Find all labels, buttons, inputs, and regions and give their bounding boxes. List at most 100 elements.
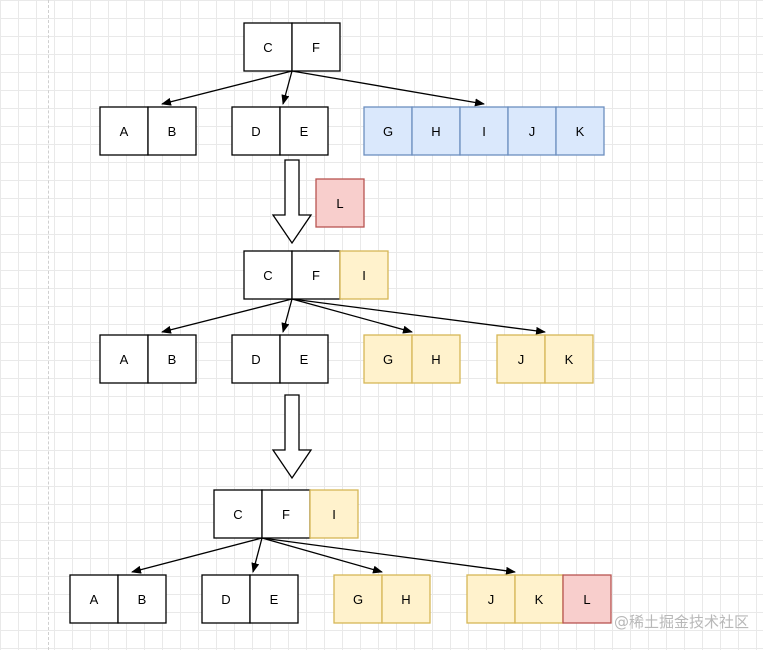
stage3-node-gh-cell-g	[333, 574, 383, 624]
stage3-node-de-cell-d	[201, 574, 251, 624]
watermark: @稀土掘金技术社区	[613, 613, 749, 631]
stage3-node-de-key-e: E	[270, 592, 279, 607]
stage1-node-ghijk-cell-h	[411, 106, 461, 156]
stage3-node-ab-key-a: A	[90, 592, 99, 607]
stage2-edge-to-de	[281, 298, 293, 333]
stage2-node-gh-cell-h	[411, 334, 461, 384]
stage1-edge-to-ghijk	[291, 70, 485, 107]
stage1-inserted-node-l-key-l: L	[336, 196, 343, 211]
stage3-edge-to-de	[251, 537, 263, 573]
edges	[131, 70, 546, 575]
stage1-node-ghijk-key-j: J	[529, 124, 536, 139]
stage2-node-jk-cell-j	[496, 334, 546, 384]
stage3-node-jkl-cell-l	[562, 574, 612, 624]
stage1-node-ab-cell-a	[99, 106, 149, 156]
stage1-inserted-node-l: L	[315, 178, 365, 228]
stage1-node-ab-key-b: B	[168, 124, 177, 139]
stage1-node-ghijk-key-h: H	[431, 124, 440, 139]
transition-arrow-1	[271, 159, 313, 245]
stage3-edge-to-gh	[261, 537, 383, 574]
stage3-node-gh-key-h: H	[401, 592, 410, 607]
stage1-root-node-cell-f	[291, 22, 341, 72]
transition-arrows	[271, 159, 313, 480]
stage1-node-ab-key-a: A	[120, 124, 129, 139]
stage3-root-node-cell-f	[261, 489, 311, 539]
stage3-node-jkl: J K L	[466, 574, 612, 624]
stage1-root-node-cell-c	[243, 22, 293, 72]
stage2-node-ab-key-b: B	[168, 352, 177, 367]
stage2-root-node-key-c: C	[263, 268, 272, 283]
stage1-inserted-node-l-cell-l	[315, 178, 365, 228]
stage3-node-ab-cell-a	[69, 574, 119, 624]
stage3-root-node-cell-i	[309, 489, 359, 539]
stage3-node-de-cell-e	[249, 574, 299, 624]
stage1-node-ghijk-cell-k	[555, 106, 605, 156]
stage3-node-de-key-d: D	[221, 592, 230, 607]
stage1-node-ghijk-key-g: G	[383, 124, 393, 139]
stage1-node-ghijk-key-k: K	[576, 124, 585, 139]
stage2-node-ab-key-a: A	[120, 352, 129, 367]
stage2-edge-to-jk	[291, 298, 546, 335]
stage1-root-node-key-c: C	[263, 40, 272, 55]
stage1-node-de-cell-e	[279, 106, 329, 156]
stage1-node-ghijk: G H I J K	[363, 106, 605, 156]
stage3-edge-to-jkl	[261, 537, 516, 575]
stage3-node-ab-cell-b	[117, 574, 167, 624]
stage2-node-de-cell-d	[231, 334, 281, 384]
stage2-node-gh-cell-g	[363, 334, 413, 384]
stage2-node-gh-key-h: H	[431, 352, 440, 367]
stage1-node-ghijk-key-i: I	[482, 124, 486, 139]
stage3-node-jkl-key-l: L	[583, 592, 590, 607]
stage2-node-jk-key-j: J	[518, 352, 525, 367]
stage3-root-node-key-c: C	[233, 507, 242, 522]
stage2-node-ab-cell-a	[99, 334, 149, 384]
stage3-node-jkl-key-k: K	[535, 592, 544, 607]
stage1-node-de-cell-d	[231, 106, 281, 156]
stage1-node-ghijk-cell-j	[507, 106, 557, 156]
stage2-node-jk-key-k: K	[565, 352, 574, 367]
stage2-root-node-cell-i	[339, 250, 389, 300]
stage3-node-ab-key-b: B	[138, 592, 147, 607]
stage1-node-de-key-e: E	[300, 124, 309, 139]
stage3-root-node-cell-c	[213, 489, 263, 539]
stage3-node-jkl-key-j: J	[488, 592, 495, 607]
transition-arrow-2	[271, 394, 313, 480]
stage2-node-gh-key-g: G	[383, 352, 393, 367]
stage1-root-node-key-f: F	[312, 40, 320, 55]
stage1-node-de-key-d: D	[251, 124, 260, 139]
stage2-edge-to-gh	[291, 298, 413, 334]
dashed-guide-line	[48, 0, 49, 650]
stage3-node-jkl-cell-k	[514, 574, 564, 624]
stage2-root-node-key-f: F	[312, 268, 320, 283]
stage2-edge-to-ab	[161, 298, 293, 334]
stage2-node-jk-cell-k	[544, 334, 594, 384]
stage2-node-ab-cell-b	[147, 334, 197, 384]
stage3-root-node-key-f: F	[282, 507, 290, 522]
stage2-node-de-cell-e	[279, 334, 329, 384]
stage3-node-gh-cell-h	[381, 574, 431, 624]
stage2-root-node-key-i: I	[362, 268, 366, 283]
stage2-root-node-cell-c	[243, 250, 293, 300]
stage2-node-de-key-e: E	[300, 352, 309, 367]
stage3-edge-to-ab	[131, 537, 263, 574]
stage1-edge-to-ab	[161, 70, 293, 106]
stage1-node-ab-cell-b	[147, 106, 197, 156]
stage3-root-node-key-i: I	[332, 507, 336, 522]
stage3-node-jkl-cell-j	[466, 574, 516, 624]
stage1-edge-to-de	[281, 70, 293, 105]
stage2-node-de-key-d: D	[251, 352, 260, 367]
